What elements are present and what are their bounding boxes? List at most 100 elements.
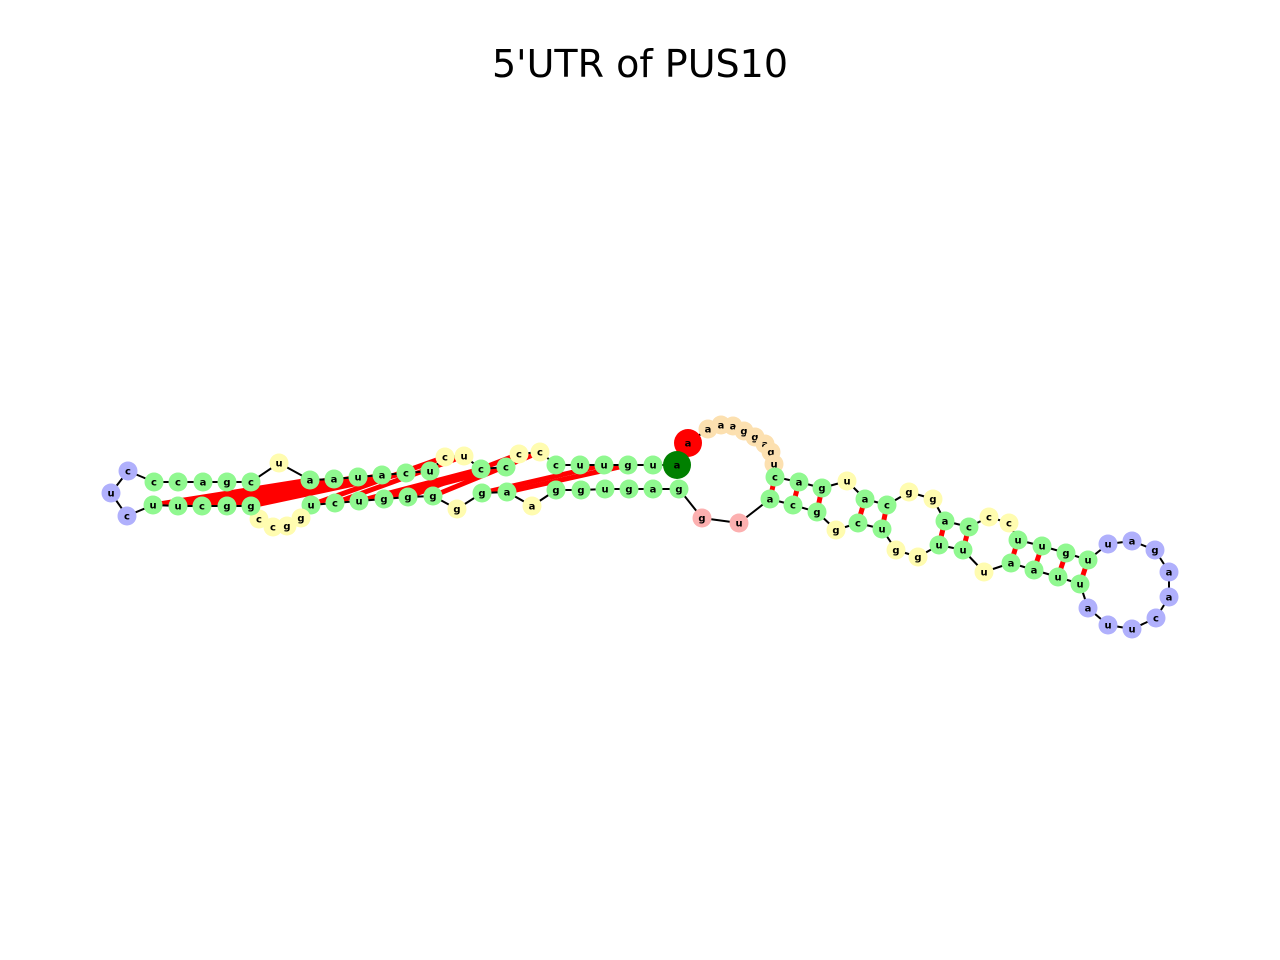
- nucleotide-marker: [118, 461, 138, 481]
- nucleotide-label: a: [718, 421, 725, 432]
- nucleotide-marker: [643, 455, 663, 475]
- nucleotide: a: [497, 482, 517, 502]
- nucleotide: a: [1078, 598, 1098, 618]
- figure-title: 5'UTR of PUS10: [491, 42, 789, 86]
- nucleotide-label: u: [107, 489, 114, 500]
- nucleotide-marker: [1098, 534, 1118, 554]
- nucleotide-label: g: [1151, 546, 1158, 557]
- nucleotide: a: [760, 489, 780, 509]
- nucleotide-label: c: [986, 513, 992, 524]
- nucleotide-label: c: [199, 502, 205, 513]
- nucleotide-marker: [674, 429, 702, 457]
- nucleotide: g: [619, 479, 639, 499]
- nucleotide-label: u: [576, 461, 583, 472]
- nucleotide-label: a: [379, 471, 386, 482]
- five-prime-start-nucleotide: a: [674, 429, 702, 457]
- nucleotide: u: [595, 479, 615, 499]
- nucleotide-marker: [144, 472, 164, 492]
- nucleotide-label: c: [772, 473, 778, 484]
- nucleotide-label: u: [174, 502, 181, 513]
- nucleotide-marker: [277, 516, 297, 536]
- nucleotide: c: [765, 467, 785, 487]
- nucleotide: a: [935, 511, 955, 531]
- nucleotide-label: g: [698, 514, 705, 525]
- nucleotide-label: a: [650, 485, 657, 496]
- nucleotide-marker: [979, 507, 999, 527]
- nucleotide-label: c: [125, 467, 131, 478]
- nucleotide-label: u: [1014, 536, 1021, 547]
- nucleotide-marker: [1001, 553, 1021, 573]
- nucleotide-marker: [374, 489, 394, 509]
- nucleotide-label: a: [1166, 593, 1173, 604]
- nucleotide-marker: [886, 540, 906, 560]
- nucleotide-label: g: [478, 489, 485, 500]
- nucleotide-label: u: [649, 461, 656, 472]
- nucleotide-label: g: [552, 486, 559, 497]
- nucleotide: a: [522, 496, 542, 516]
- nucleotide-label: c: [151, 478, 157, 489]
- nucleotide-label: c: [537, 448, 543, 459]
- nucleotide: g: [291, 508, 311, 528]
- nucleotide: g: [217, 496, 237, 516]
- nucleotide-label: u: [980, 568, 987, 579]
- nucleotide-marker: [594, 455, 614, 475]
- nucleotide: g: [923, 489, 943, 509]
- three-prime-end-nucleotide: a: [663, 451, 691, 479]
- nucleotide: c: [546, 455, 566, 475]
- nucleotide-marker: [1024, 560, 1044, 580]
- nucleotide-marker: [300, 470, 320, 490]
- nucleotide: u: [269, 453, 289, 473]
- nucleotide-label: u: [843, 477, 850, 488]
- nucleotide-label: u: [735, 519, 742, 530]
- nucleotide-marker: [192, 496, 212, 516]
- nucleotide: g: [277, 516, 297, 536]
- nucleotide: g: [1056, 543, 1076, 563]
- nucleotide-label: c: [855, 519, 861, 530]
- nucleotide-label: g: [740, 427, 747, 438]
- nucleotide: u: [1098, 615, 1118, 635]
- nucleotide-label: c: [966, 523, 972, 534]
- nucleotide: u: [729, 513, 749, 533]
- nucleotide-label: g: [751, 433, 758, 444]
- nucleotide-marker: [595, 479, 615, 499]
- nucleotide-label: c: [332, 499, 338, 510]
- nucleotide: c: [192, 496, 212, 516]
- nucleotide-marker: [435, 447, 455, 467]
- nucleotide-marker: [522, 496, 542, 516]
- nucleotide: g: [807, 502, 827, 522]
- nucleotide-marker: [953, 540, 973, 560]
- nucleotide: a: [1122, 531, 1142, 551]
- nucleotide: a: [372, 465, 392, 485]
- nucleotide: c: [959, 517, 979, 537]
- nucleotide-marker: [530, 442, 550, 462]
- nucleotide-marker: [619, 479, 639, 499]
- nucleotide: c: [530, 442, 550, 462]
- nucleotide-label: u: [1084, 556, 1091, 567]
- nucleotide-marker: [1078, 598, 1098, 618]
- nucleotide-marker: [263, 517, 283, 537]
- nucleotide-label: u: [426, 467, 433, 478]
- nucleotide-marker: [1008, 530, 1028, 550]
- nucleotide-marker: [546, 455, 566, 475]
- nucleotide-label: a: [1008, 559, 1015, 570]
- nucleotide-marker: [899, 482, 919, 502]
- nucleotide: u: [1122, 619, 1142, 639]
- nucleotide-label: c: [553, 461, 559, 472]
- nucleotide-label: c: [270, 523, 276, 534]
- nucleotide-label: g: [625, 485, 632, 496]
- nucleotide-marker: [935, 511, 955, 531]
- nucleotide-label: a: [1031, 566, 1038, 577]
- nucleotide-label: u: [601, 485, 608, 496]
- nucleotide-marker: [1056, 543, 1076, 563]
- nucleotide: a: [1159, 562, 1179, 582]
- nucleotide-label: c: [403, 469, 409, 480]
- nucleotide-label: u: [1076, 580, 1083, 591]
- nucleotide: u: [594, 455, 614, 475]
- nucleotide-label: a: [1085, 604, 1092, 615]
- nucleotide-marker: [571, 480, 591, 500]
- nucleotide-marker: [241, 496, 261, 516]
- nucleotide: g: [908, 547, 928, 567]
- nucleotide-label: u: [307, 501, 314, 512]
- nucleotide-label: u: [354, 473, 361, 484]
- nucleotide-marker: [669, 479, 689, 499]
